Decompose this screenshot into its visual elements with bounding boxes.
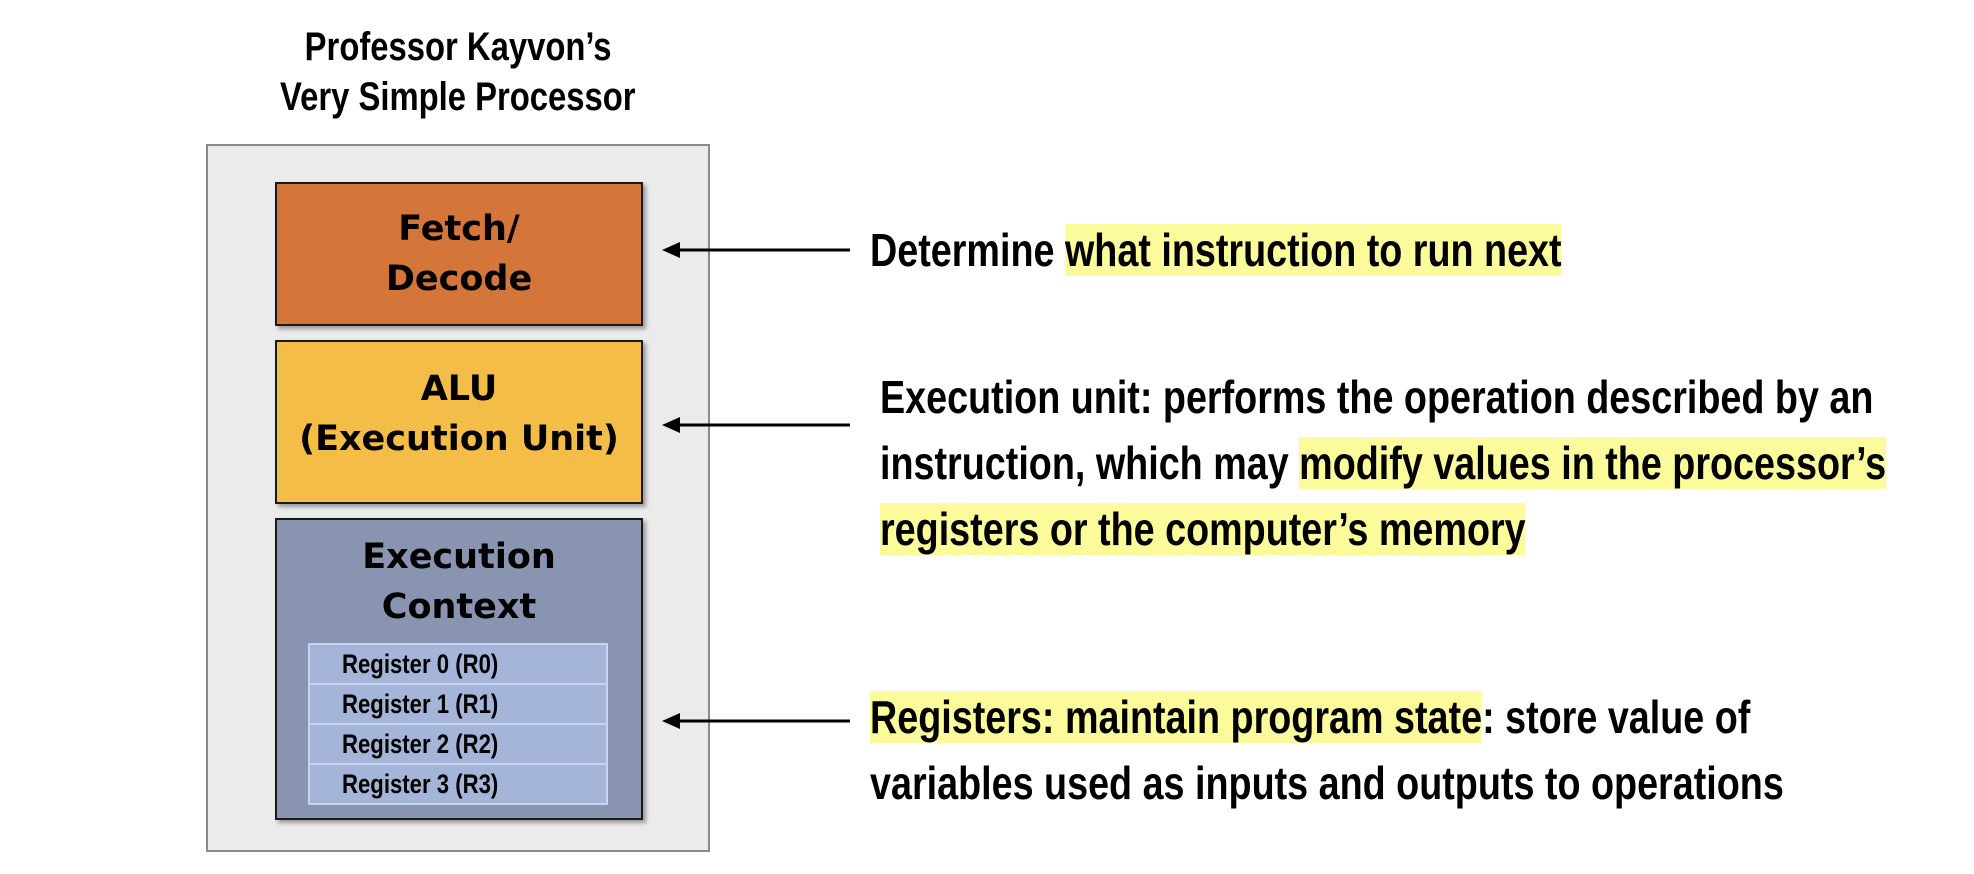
register-r0: Register 0 (R0): [310, 645, 606, 685]
fetch-decode-label-1: Fetch/: [398, 209, 520, 249]
fetch-annotation-highlight: what instruction to run next: [1064, 224, 1562, 276]
arrow-left-icon: [662, 242, 850, 258]
fetch-decode-block: Fetch/ Decode: [275, 182, 643, 326]
registers-annotation: Registers: maintain program state: store…: [870, 691, 1784, 809]
registers-annotation-highlight: Registers: maintain program state: [870, 691, 1483, 743]
title-line-2: Very Simple Processor: [280, 75, 636, 119]
diagram-title: Professor Kayvon’s Very Simple Processor: [204, 22, 712, 122]
alu-annotation: Execution unit: performs the operation d…: [880, 371, 1887, 555]
register-r3: Register 3 (R3): [310, 765, 606, 803]
alu-block: ALU (Execution Unit): [275, 340, 643, 504]
execution-context-label-1: Execution: [362, 537, 556, 577]
fetch-annotation: Determine what instruction to run next: [870, 224, 1562, 276]
alu-annotation-highlight: registers or the computer’s memory: [880, 503, 1526, 555]
register-file: Register 0 (R0) Register 1 (R1) Register…: [308, 643, 608, 805]
alu-label-2: (Execution Unit): [299, 419, 619, 459]
arrow-left-icon: [662, 713, 850, 729]
fetch-decode-label-2: Decode: [385, 259, 533, 299]
title-line-1: Professor Kayvon’s: [304, 25, 612, 69]
execution-context-label-2: Context: [381, 587, 537, 627]
alu-label-1: ALU: [420, 369, 498, 409]
arrow-left-icon: [662, 417, 850, 433]
register-r1: Register 1 (R1): [310, 685, 606, 725]
alu-annotation-highlight: modify values in the processor’s: [1299, 437, 1887, 489]
register-r2: Register 2 (R2): [310, 725, 606, 765]
